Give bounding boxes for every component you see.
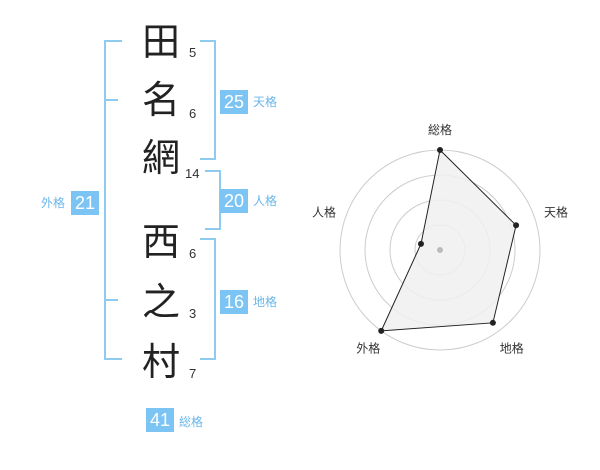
name-char-1: 田 xyxy=(141,20,180,64)
name-char-6: 村 xyxy=(141,340,180,384)
stroke-count-2: 6 xyxy=(189,106,197,121)
radar-point-5 xyxy=(417,240,424,247)
soukaku-label: 総格 xyxy=(179,415,204,429)
radar-point-4 xyxy=(378,327,385,334)
jinkaku-value-badge: 20 xyxy=(220,189,248,213)
radar-point-1 xyxy=(437,147,443,153)
stroke-count-3: 14 xyxy=(185,166,200,181)
gaikaku-label: 外格 xyxy=(41,196,66,210)
name-char-4: 西 xyxy=(141,220,180,264)
tenkaku-value-badge: 25 xyxy=(220,90,248,114)
stroke-count-5: 3 xyxy=(189,306,197,321)
radar-axis-label-4: 外格 xyxy=(356,341,380,356)
gaikaku-bracket xyxy=(104,40,122,360)
chikaku-label: 地格 xyxy=(253,295,278,309)
name-char-2: 名 xyxy=(141,78,180,122)
name-char-3: 網 xyxy=(141,136,180,180)
radar-series-area xyxy=(380,148,517,332)
chikaku-bracket xyxy=(200,238,216,360)
radar-point-2 xyxy=(513,222,520,229)
radar-axis-label-3: 地格 xyxy=(500,341,524,356)
radar-point-3 xyxy=(489,319,496,326)
radar-axis-label-5: 人格 xyxy=(312,204,336,219)
stroke-count-1: 5 xyxy=(189,45,197,60)
stroke-count-6: 7 xyxy=(189,366,197,381)
tenkaku-bracket xyxy=(200,40,216,160)
chikaku-value-badge: 16 xyxy=(220,290,248,314)
gaikaku-value-badge: 21 xyxy=(71,191,99,215)
radar-axis-label-2: 天格 xyxy=(544,204,568,219)
name-char-5: 之 xyxy=(141,280,180,324)
jinkaku-label: 人格 xyxy=(253,194,278,208)
gaikaku-bracket-tick xyxy=(104,299,118,301)
tenkaku-label: 天格 xyxy=(253,95,278,109)
radar-center-dot xyxy=(437,247,443,253)
stroke-count-4: 6 xyxy=(189,246,197,261)
radar-axis-label-1: 総格 xyxy=(428,122,452,137)
gaikaku-bracket-tick xyxy=(104,99,118,101)
soukaku-value-badge: 41 xyxy=(146,408,174,432)
